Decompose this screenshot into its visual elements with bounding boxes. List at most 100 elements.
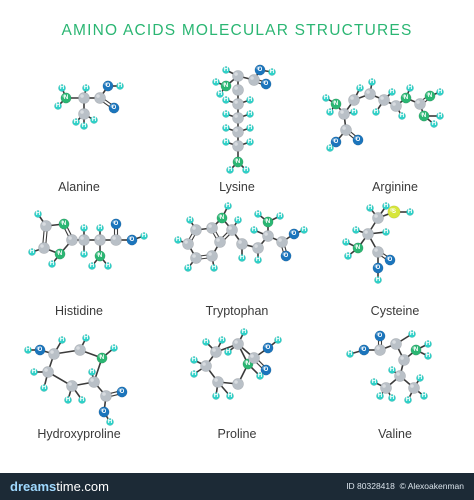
carbon-atom [232, 126, 244, 138]
atom-highlight [369, 79, 372, 82]
carbon-atom [78, 234, 90, 246]
hydrogen-atom [222, 138, 230, 146]
atom-highlight [264, 232, 268, 236]
atom-letter: H [384, 203, 388, 209]
hydrogen-atom [78, 396, 86, 404]
atom-letter: H [270, 69, 274, 75]
carbon-atom [212, 376, 224, 388]
atom-letter: H [112, 345, 116, 351]
atom-letter: H [228, 167, 232, 173]
carbon-atom [232, 98, 244, 110]
atom-letter: H [390, 395, 394, 401]
hydrogen-atom [80, 250, 88, 258]
molecule-name-label: Lysine [219, 180, 255, 194]
atom-highlight [98, 354, 102, 358]
atom-highlight [383, 229, 386, 232]
atom-highlight [59, 85, 62, 88]
atom-highlight [275, 337, 278, 340]
atom-highlight [228, 226, 232, 230]
atom-letter: N [334, 101, 338, 107]
atom-letter: N [224, 83, 228, 89]
watermark-footer-bar: dreamstime.com ID 80328418 © Alexoakenma… [0, 473, 474, 500]
atom-highlight [257, 373, 260, 376]
hydrogen-atom [80, 122, 88, 130]
carbon-atom [226, 224, 238, 236]
hydrogen-atom [240, 328, 248, 336]
atom-highlight [112, 220, 116, 224]
atom-highlight [244, 360, 248, 364]
atom-letter: H [224, 139, 228, 145]
atom-highlight [375, 277, 378, 280]
atom-highlight [203, 339, 206, 342]
hydrogen-atom [356, 84, 364, 92]
atom-letter: O [284, 253, 289, 259]
atom-highlight [219, 337, 222, 340]
atom-letter: N [428, 93, 432, 99]
atom-letter: O [130, 237, 135, 243]
carbon-atom [182, 238, 194, 250]
atom-letter: O [102, 409, 107, 415]
oxygen-atom [372, 262, 384, 274]
hydrogen-atom [420, 392, 428, 400]
atom-letter: H [368, 205, 372, 211]
atom-highlight [389, 89, 392, 92]
atom-letter: O [258, 67, 263, 73]
carbon-atom [374, 344, 386, 356]
carbon-atom [232, 338, 244, 350]
atom-highlight [81, 251, 84, 254]
atom-highlight [239, 255, 242, 258]
atom-letter: H [84, 335, 88, 341]
carbon-atom [252, 242, 264, 254]
atom-highlight [217, 91, 220, 94]
hydrogen-atom [246, 96, 254, 104]
hydrogen-atom [388, 88, 396, 96]
atom-highlight [191, 357, 194, 360]
atom-highlight [392, 102, 396, 106]
atom-highlight [357, 85, 360, 88]
atom-letter: H [372, 379, 376, 385]
atom-highlight [426, 92, 430, 96]
atom-letter: H [432, 121, 436, 127]
atom-letter: H [60, 85, 64, 91]
atom-letter: H [214, 79, 218, 85]
atom-highlight [247, 139, 250, 142]
atom-letter: O [264, 367, 269, 373]
atom-highlight [409, 331, 412, 334]
atom-highlight [389, 395, 392, 398]
atom-letter: N [98, 253, 102, 259]
carbon-atom [78, 92, 90, 104]
atom-highlight [416, 100, 420, 104]
atom-highlight [42, 222, 46, 226]
hydrogen-atom [352, 226, 360, 234]
hydrogen-atom [222, 96, 230, 104]
atom-letter: H [384, 229, 388, 235]
atom-letter: H [66, 397, 70, 403]
atom-highlight [327, 109, 330, 112]
hydrogen-atom [34, 210, 42, 218]
atom-highlight [223, 125, 226, 128]
oxygen-atom [262, 342, 274, 354]
hydrogen-atom [58, 336, 66, 344]
atom-highlight [383, 203, 386, 206]
atom-highlight [402, 94, 406, 98]
atom-highlight [241, 329, 244, 332]
atom-letter: O [112, 105, 117, 111]
atom-letter: H [204, 339, 208, 345]
atom-letter: H [192, 357, 196, 363]
atom-letter: N [404, 95, 408, 101]
atom-letter: H [236, 217, 240, 223]
atom-letter: H [106, 263, 110, 269]
atom-highlight [96, 236, 100, 240]
atom-highlight [376, 346, 380, 350]
atom-highlight [234, 142, 238, 146]
hydrogen-atom [372, 108, 380, 116]
atom-letter: H [406, 397, 410, 403]
atom-highlight [44, 368, 48, 372]
carbon-atom [348, 94, 360, 106]
